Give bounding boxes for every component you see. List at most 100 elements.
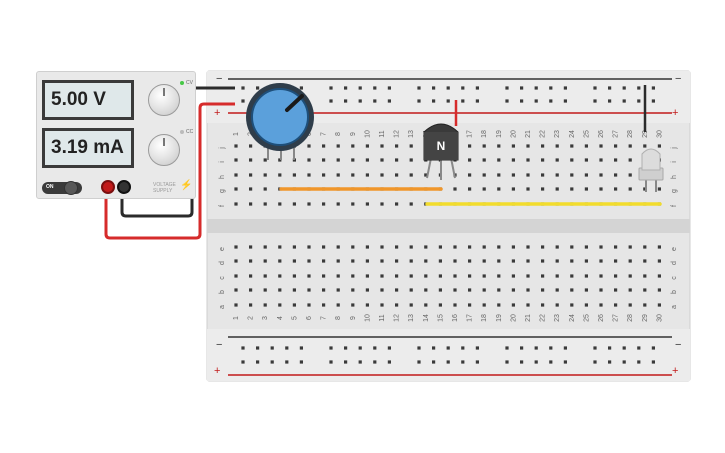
breadboard-hole[interactable] bbox=[336, 274, 340, 278]
breadboard-hole[interactable] bbox=[278, 202, 282, 206]
breadboard-hole[interactable] bbox=[358, 346, 362, 350]
breadboard-hole[interactable] bbox=[285, 360, 289, 364]
negative-terminal[interactable] bbox=[117, 180, 131, 194]
breadboard-hole[interactable] bbox=[570, 245, 574, 249]
breadboard-hole[interactable] bbox=[365, 288, 369, 292]
breadboard-hole[interactable] bbox=[614, 173, 618, 177]
breadboard-hole[interactable] bbox=[351, 259, 355, 263]
breadboard-hole[interactable] bbox=[263, 173, 267, 177]
breadboard-hole[interactable] bbox=[446, 346, 450, 350]
breadboard-hole[interactable] bbox=[365, 303, 369, 307]
breadboard-hole[interactable] bbox=[643, 245, 647, 249]
breadboard-hole[interactable] bbox=[614, 144, 618, 148]
breadboard-hole[interactable] bbox=[351, 173, 355, 177]
breadboard-hole[interactable] bbox=[438, 274, 442, 278]
breadboard-hole[interactable] bbox=[526, 158, 530, 162]
breadboard-hole[interactable] bbox=[628, 173, 632, 177]
breadboard-hole[interactable] bbox=[278, 303, 282, 307]
breadboard-hole[interactable] bbox=[336, 158, 340, 162]
breadboard-hole[interactable] bbox=[608, 346, 612, 350]
breadboard-hole[interactable] bbox=[628, 303, 632, 307]
breadboard-hole[interactable] bbox=[432, 346, 436, 350]
breadboard-holes[interactable] bbox=[234, 86, 661, 364]
breadboard-hole[interactable] bbox=[637, 99, 641, 103]
breadboard-hole[interactable] bbox=[278, 274, 282, 278]
breadboard-hole[interactable] bbox=[424, 288, 428, 292]
breadboard-hole[interactable] bbox=[395, 288, 399, 292]
breadboard-hole[interactable] bbox=[234, 303, 238, 307]
breadboard-hole[interactable] bbox=[657, 274, 661, 278]
breadboard-hole[interactable] bbox=[497, 158, 501, 162]
breadboard-hole[interactable] bbox=[278, 158, 282, 162]
breadboard-hole[interactable] bbox=[475, 360, 479, 364]
breadboard-hole[interactable] bbox=[511, 144, 515, 148]
breadboard-hole[interactable] bbox=[534, 99, 538, 103]
breadboard-hole[interactable] bbox=[526, 288, 530, 292]
breadboard-hole[interactable] bbox=[482, 158, 486, 162]
breadboard-hole[interactable] bbox=[584, 274, 588, 278]
breadboard-hole[interactable] bbox=[526, 144, 530, 148]
breadboard-hole[interactable] bbox=[599, 158, 603, 162]
breadboard-hole[interactable] bbox=[380, 202, 384, 206]
breadboard-hole[interactable] bbox=[263, 202, 267, 206]
breadboard-hole[interactable] bbox=[263, 288, 267, 292]
breadboard-hole[interactable] bbox=[511, 158, 515, 162]
breadboard-hole[interactable] bbox=[263, 259, 267, 263]
breadboard-hole[interactable] bbox=[409, 173, 413, 177]
breadboard-hole[interactable] bbox=[555, 173, 559, 177]
breadboard-hole[interactable] bbox=[541, 303, 545, 307]
breadboard-hole[interactable] bbox=[409, 202, 413, 206]
breadboard-hole[interactable] bbox=[453, 274, 457, 278]
breadboard-hole[interactable] bbox=[380, 144, 384, 148]
breadboard-hole[interactable] bbox=[541, 245, 545, 249]
breadboard-hole[interactable] bbox=[614, 187, 618, 191]
breadboard-hole[interactable] bbox=[438, 303, 442, 307]
breadboard-hole[interactable] bbox=[299, 86, 303, 90]
breadboard-hole[interactable] bbox=[336, 202, 340, 206]
breadboard-hole[interactable] bbox=[395, 173, 399, 177]
breadboard-hole[interactable] bbox=[278, 173, 282, 177]
breadboard-hole[interactable] bbox=[409, 303, 413, 307]
breadboard-hole[interactable] bbox=[365, 274, 369, 278]
breadboard-hole[interactable] bbox=[555, 288, 559, 292]
breadboard-hole[interactable] bbox=[622, 99, 626, 103]
breadboard-hole[interactable] bbox=[637, 86, 641, 90]
breadboard-hole[interactable] bbox=[497, 274, 501, 278]
breadboard-hole[interactable] bbox=[570, 288, 574, 292]
breadboard-hole[interactable] bbox=[622, 86, 626, 90]
breadboard-hole[interactable] bbox=[234, 202, 238, 206]
breadboard-hole[interactable] bbox=[651, 360, 655, 364]
breadboard-hole[interactable] bbox=[351, 202, 355, 206]
potentiometer[interactable] bbox=[246, 83, 314, 160]
breadboard-hole[interactable] bbox=[380, 173, 384, 177]
breadboard-hole[interactable] bbox=[614, 288, 618, 292]
breadboard-hole[interactable] bbox=[424, 245, 428, 249]
breadboard-hole[interactable] bbox=[380, 158, 384, 162]
breadboard-hole[interactable] bbox=[643, 303, 647, 307]
breadboard-hole[interactable] bbox=[365, 144, 369, 148]
breadboard-hole[interactable] bbox=[256, 360, 260, 364]
breadboard-hole[interactable] bbox=[570, 259, 574, 263]
breadboard-hole[interactable] bbox=[593, 99, 597, 103]
breadboard-hole[interactable] bbox=[387, 346, 391, 350]
breadboard-hole[interactable] bbox=[241, 360, 245, 364]
breadboard-hole[interactable] bbox=[453, 288, 457, 292]
breadboard-hole[interactable] bbox=[497, 245, 501, 249]
breadboard-hole[interactable] bbox=[497, 173, 501, 177]
breadboard-hole[interactable] bbox=[468, 303, 472, 307]
breadboard-hole[interactable] bbox=[380, 259, 384, 263]
breadboard-hole[interactable] bbox=[461, 99, 465, 103]
breadboard-hole[interactable] bbox=[380, 303, 384, 307]
breadboard-hole[interactable] bbox=[409, 259, 413, 263]
breadboard-hole[interactable] bbox=[453, 245, 457, 249]
breadboard-hole[interactable] bbox=[497, 144, 501, 148]
breadboard-hole[interactable] bbox=[307, 245, 311, 249]
breadboard-hole[interactable] bbox=[380, 288, 384, 292]
breadboard-hole[interactable] bbox=[520, 360, 524, 364]
breadboard-hole[interactable] bbox=[417, 86, 421, 90]
breadboard-hole[interactable] bbox=[555, 144, 559, 148]
breadboard-hole[interactable] bbox=[461, 86, 465, 90]
breadboard-hole[interactable] bbox=[555, 245, 559, 249]
breadboard-hole[interactable] bbox=[520, 346, 524, 350]
breadboard-hole[interactable] bbox=[468, 144, 472, 148]
